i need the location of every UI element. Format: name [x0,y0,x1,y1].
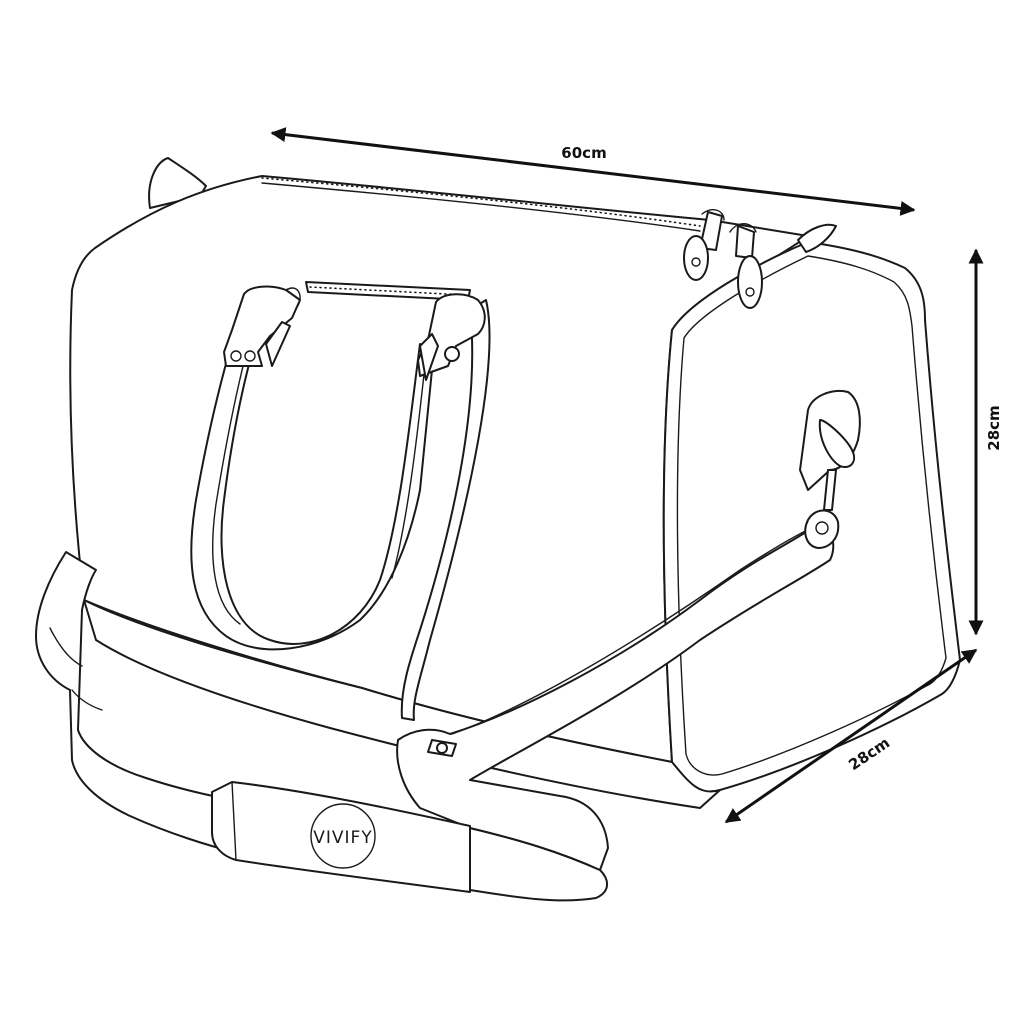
handle-back [305,281,491,721]
brand-logo: VIVIFY [313,828,372,848]
bag-illustration: VIVIFY [35,157,961,902]
logo-circle [310,803,376,869]
length-label: 60cm [561,144,606,162]
height-label: 28cm [985,405,1003,450]
strap-clip-side [799,390,861,549]
depth-arrow [724,648,978,824]
dimension-length: 60cm [270,127,916,216]
strap-adjuster [427,739,457,757]
handle-clip-right [417,293,486,381]
zipper-pull-right [729,223,763,309]
handle-clip-left [223,285,301,367]
dimension-height: 28cm [968,248,1003,636]
shoulder-pad: VIVIFY [211,781,471,893]
shoulder-strap [35,519,835,902]
length-arrow [270,127,916,216]
side-pull-tab [797,223,837,253]
